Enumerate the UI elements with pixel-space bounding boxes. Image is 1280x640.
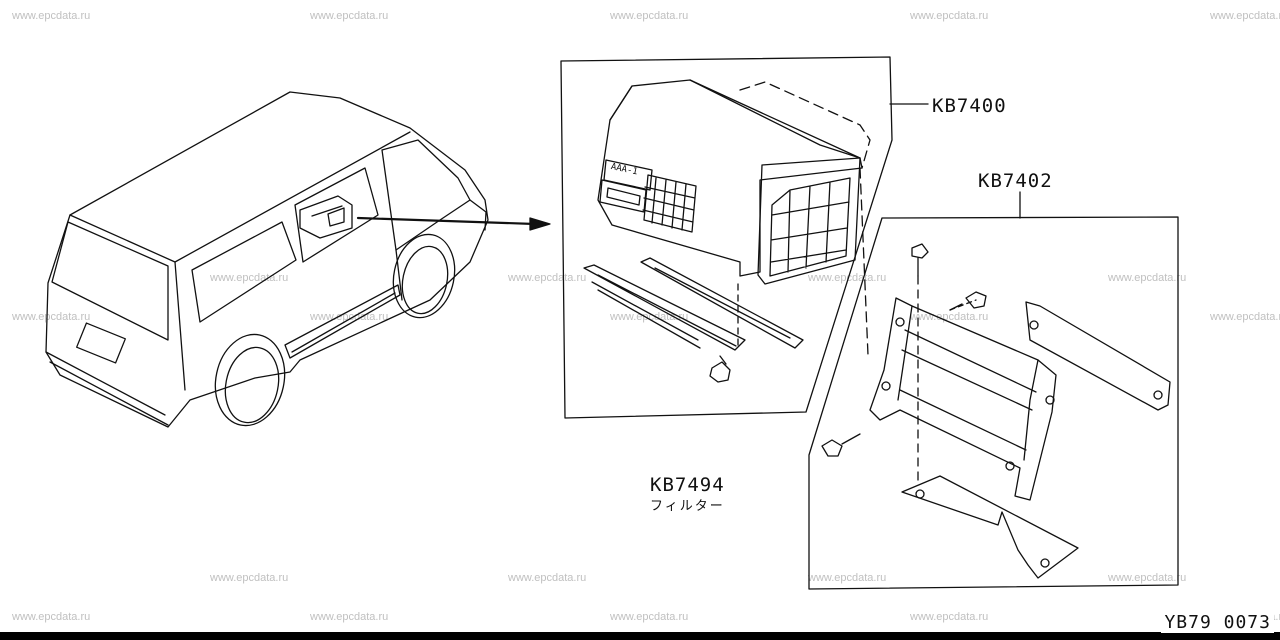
van-illustration [46,92,488,432]
filter-strip-upper [641,258,803,348]
front-vent-grid [643,175,696,232]
watermark: www.epcdata.ru [1210,311,1280,323]
watermark: www.epcdata.ru [1108,272,1187,284]
van-side-window-mid [295,168,378,262]
watermark: www.epcdata.ru [310,311,389,323]
van-side-stripe-2 [292,293,395,352]
van-side-stripe [285,285,400,358]
bracket-hole [1030,321,1038,329]
bracket-bottom-plate [902,476,1078,578]
heater-unit-back-2 [860,168,868,355]
screw-unit-head [710,356,730,382]
van-wheel-rear [219,342,286,427]
unit-part-number: KB7400 [932,95,1007,117]
bracket-panel [809,192,1178,589]
van-rear-window [52,222,168,340]
bracket-part-number: KB7402 [978,170,1053,192]
van-front-grille [470,200,486,230]
watermark: www.epcdata.ru [12,10,91,22]
van-rear-bumper [46,352,168,425]
control-badge-frame [604,160,652,190]
van-wheel-front-arch [386,229,462,324]
filter-part-number: KB7494 [650,474,725,496]
bracket-hole [1041,559,1049,567]
filter-part-name: フィルター [650,499,725,514]
document-code: YB79 0073 [1161,612,1274,633]
heater-unit-top-edge [610,80,860,158]
bracket-panel-border [809,217,1178,589]
watermark: www.epcdata.ru [1108,572,1187,584]
watermark: www.epcdata.ru [610,611,689,623]
bracket-hole [1006,462,1014,470]
unit-panel [561,57,928,418]
bracket-hole [882,382,890,390]
van-body-outline [46,92,488,427]
van-door-line [396,250,402,300]
filter-rail [592,282,700,348]
watermark: www.epcdata.ru [12,611,91,623]
heater-unit-back [740,82,870,168]
grille-mesh [770,178,850,276]
van-roof-line [70,132,410,262]
bracket-hole [1046,396,1054,404]
watermark: www.epcdata.ru [210,572,289,584]
watermark: www.epcdata.ru [508,272,587,284]
watermark: www.epcdata.ru [12,311,91,323]
watermark: www.epcdata.ru [910,10,989,22]
bracket-dash-2 [950,300,976,310]
van-front-window [382,140,470,250]
watermark: www.epcdata.ru [508,572,587,584]
grille-face [758,158,860,284]
watermark: www.epcdata.ru [808,272,887,284]
control-display [600,180,646,212]
bracket-inner [898,306,1038,460]
bracket-hole [916,490,924,498]
bracket-hole [1154,391,1162,399]
bolt-top [912,244,928,276]
bolt-side [822,434,860,456]
bolt-mid [950,292,986,310]
van-wheel-rear-arch [207,328,293,432]
location-arrow [358,218,550,230]
watermark: www.epcdata.ru [1210,10,1280,22]
watermark: www.epcdata.ru [910,611,989,623]
heater-unit-housing [598,80,862,276]
van-wheel-front [396,242,453,318]
watermark: www.epcdata.ru [310,10,389,22]
van-unit-location [300,196,352,238]
van-license-plate [77,323,126,363]
unit-panel-border [561,57,892,418]
watermark: www.epcdata.ru [310,611,389,623]
bracket-hole [896,318,904,326]
page-bottom-bar [0,632,1280,640]
watermark: www.epcdata.ru [610,10,689,22]
watermark: www.epcdata.ru [210,272,289,284]
van-rear-pillar [175,262,185,390]
van-side-window-rear [192,222,296,322]
filter-strip-lower [584,265,745,350]
bracket-rear-plate [1026,302,1170,410]
watermark: www.epcdata.ru [808,572,887,584]
